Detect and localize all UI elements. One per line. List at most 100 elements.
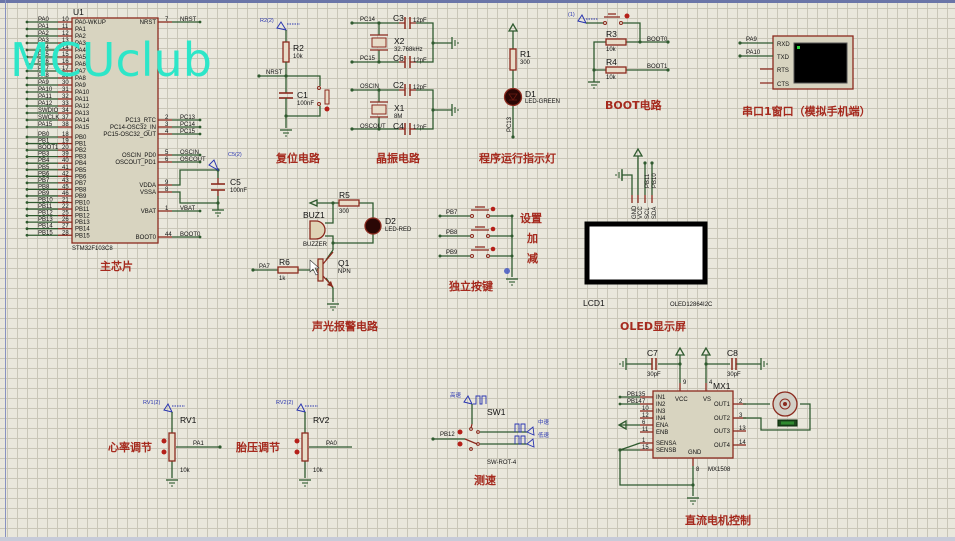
oled-display[interactable]: PB11 PB10 GND VCC SCL SDA LCD1 OLED12864… (583, 148, 713, 333)
net-terminal[interactable] (25, 227, 29, 231)
net-terminal[interactable] (25, 135, 29, 139)
mcu-left-pin-name: PA14 (75, 118, 90, 124)
net-terminal[interactable] (198, 125, 202, 129)
net-pc15: PC15 (360, 56, 376, 62)
r1-resistor[interactable] (509, 48, 517, 71)
q1-transistor[interactable] (317, 258, 324, 282)
mcu-body[interactable] (71, 17, 159, 244)
terminal-screen[interactable] (793, 42, 848, 84)
mcu-left-net: PA1 (38, 24, 50, 30)
net-terminal[interactable] (25, 161, 29, 165)
x2-crystal[interactable] (371, 37, 387, 48)
net-terminal[interactable] (25, 62, 29, 66)
net-terminal[interactable] (25, 83, 29, 87)
key-button[interactable] (471, 226, 489, 231)
net-terminal[interactable] (25, 55, 29, 59)
reset-button[interactable] (324, 89, 330, 105)
pot-rv1[interactable]: RV1(2) RV1 PA1 10k 心率调节 (108, 400, 222, 487)
net-terminal[interactable] (25, 194, 29, 198)
net-terminal[interactable] (25, 125, 29, 129)
mcu-left-net: PB12 (38, 211, 53, 217)
net-terminal[interactable] (438, 254, 442, 258)
net-terminal[interactable] (25, 148, 29, 152)
mx1-body[interactable] (652, 390, 734, 459)
r3-ref: R3 (606, 29, 617, 39)
mx1-left-pin-name: IN4 (656, 416, 666, 422)
net-terminal[interactable] (25, 181, 29, 185)
net-terminal[interactable] (25, 27, 29, 31)
net-terminal[interactable] (198, 118, 202, 122)
net-terminal[interactable] (25, 69, 29, 73)
led-indicator-circuit[interactable]: R1 300 D1 LED-GREEN PC13 程序运行指示灯 (479, 23, 560, 165)
key-button[interactable] (471, 246, 489, 251)
mcu-left-net: PB8 (38, 184, 50, 190)
d2-led[interactable] (364, 217, 382, 235)
net-terminal[interactable] (25, 90, 29, 94)
net-terminal[interactable] (198, 209, 202, 213)
net-terminal[interactable] (25, 155, 29, 159)
net-terminal[interactable] (438, 234, 442, 238)
oled-screen[interactable] (584, 221, 708, 285)
net-terminal[interactable] (25, 142, 29, 145)
oled-pin-sda: SDA (652, 207, 658, 219)
net-terminal[interactable] (438, 214, 442, 218)
r4-resistor[interactable] (605, 66, 627, 74)
r6-resistor[interactable] (277, 266, 299, 274)
c5-ref: C5 (230, 177, 241, 187)
net-terminal[interactable] (198, 20, 202, 24)
net-terminal[interactable] (25, 168, 29, 172)
net-terminal[interactable] (25, 97, 29, 101)
net-terminal[interactable] (25, 207, 29, 211)
net-terminal[interactable] (25, 76, 29, 80)
d1-led[interactable] (503, 87, 523, 107)
net-terminal[interactable] (198, 132, 202, 136)
key-net: PB7 (446, 210, 458, 216)
window-top-border (0, 0, 955, 3)
mcu-left-pin-name: PA7 (75, 69, 87, 75)
net-terminal[interactable] (25, 220, 29, 224)
net-terminal[interactable] (25, 48, 29, 52)
uart-terminal[interactable]: PA9 PA10 RXD TXD RTS CTS 串口1窗口（模拟手机端） (738, 35, 871, 118)
r5-resistor[interactable] (338, 199, 360, 207)
key-button[interactable] (471, 206, 489, 211)
buz-value: BUZZER (303, 242, 328, 248)
net-terminal[interactable] (25, 118, 29, 122)
net-terminal[interactable] (25, 41, 29, 45)
pot-rv2[interactable]: RV2(2) RV2 PA0 10k 胎压调节 (235, 400, 352, 487)
net-terminal[interactable] (25, 34, 29, 38)
mcu-left-pin-num: 42 (62, 171, 69, 177)
alarm-circuit[interactable]: R5 300 D2 LED-RED BUZ1 BUZZER PA7 R6 1k … (251, 190, 412, 333)
net-terminal[interactable] (25, 188, 29, 191)
mcu-left-pin-name: PB6 (75, 174, 87, 180)
gen-high: 高速 (450, 391, 462, 399)
net-terminal[interactable] (25, 104, 29, 108)
led-caption: 程序运行指示灯 (479, 151, 556, 165)
c7-ref: C7 (647, 348, 658, 358)
net-terminal[interactable] (198, 160, 202, 164)
buzzer[interactable] (309, 220, 326, 240)
net-terminal[interactable] (25, 174, 29, 178)
r2-resistor[interactable] (282, 41, 290, 63)
net-terminal[interactable] (25, 214, 29, 218)
net-terminal[interactable] (25, 111, 29, 115)
key-label-down: 减 (527, 251, 538, 265)
x1-crystal[interactable] (371, 104, 387, 115)
r3-resistor[interactable] (605, 38, 627, 46)
net-terminal[interactable] (618, 395, 622, 399)
speed-switch[interactable]: 高速 PB12 中速 低速 SW1 SW-ROT-4 测速 (431, 391, 550, 487)
mx1-pin4-num: 4 (709, 380, 713, 386)
net-terminal[interactable] (618, 402, 622, 406)
net-terminal[interactable] (25, 233, 29, 237)
net-terminal[interactable] (25, 20, 29, 24)
boot-circuit[interactable]: (1) R3 10k R4 10k BOOT0 BOOT1 BOOT电路 (568, 12, 670, 112)
reset-circuit[interactable]: R2(2) R2 10k NRST C1 100nF 复位电路 (257, 18, 330, 165)
net-terminal[interactable] (25, 201, 29, 204)
crystal-circuit[interactable]: PC14 PC15 X2 32.768kHz C3 12pF C6 12pF O… (350, 13, 459, 165)
net-terminal[interactable] (198, 235, 202, 239)
net-terminal[interactable] (198, 153, 202, 157)
mcu-left-pin-name: PB10 (75, 201, 90, 207)
